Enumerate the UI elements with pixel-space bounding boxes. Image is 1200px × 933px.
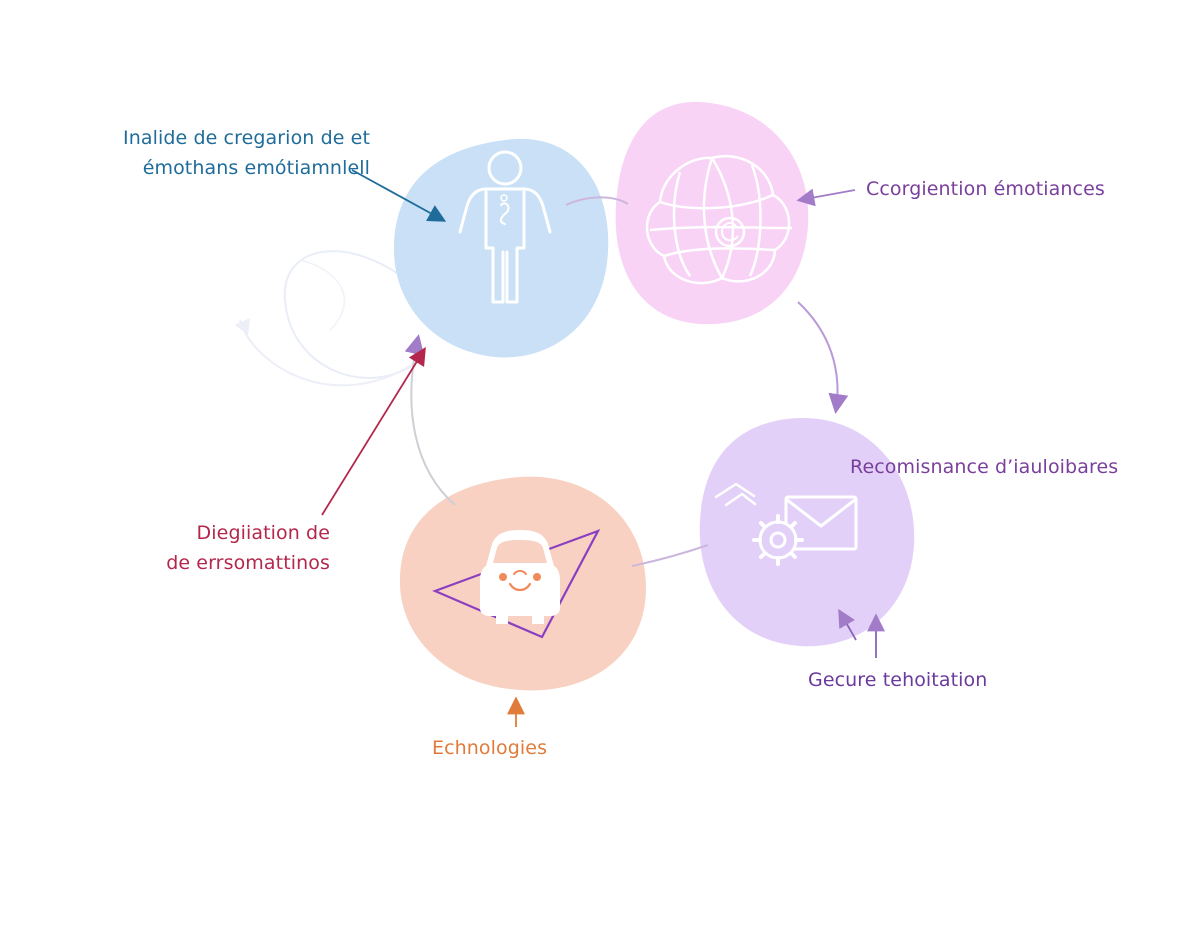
digitation-label-arrow — [321, 346, 426, 516]
gecure-label-arrow-2 — [838, 608, 857, 641]
gear-icon — [752, 514, 804, 566]
digitation-label-line-1: Diegiiation de — [196, 522, 330, 544]
recognition-label: Recomisnance d’iauloibares — [850, 456, 1119, 478]
human-label-arrow — [351, 169, 447, 222]
gear-mail-icon — [714, 482, 858, 566]
digitation-label-line-2: de errsomattinos — [166, 552, 330, 574]
digitation-label: Diegiiation de de errsomattinos — [150, 518, 330, 578]
faint-swirl-decoration — [235, 250, 431, 387]
brain-blob — [615, 101, 809, 325]
gecure-label: Gecure tehoitation — [808, 669, 988, 691]
brain-label-arrow — [796, 188, 856, 207]
human-figure-icon — [458, 150, 552, 304]
human-blob — [393, 138, 609, 358]
brain-label: Ccorgiention émotiances — [866, 178, 1105, 200]
technologies-label: Echnologies — [432, 737, 548, 759]
human-label-line-1: Inalide de cregarion de et — [123, 127, 370, 149]
recognition-blob — [699, 417, 915, 647]
human-label-line-2: émothans emótiamnlell — [142, 157, 370, 179]
human-label: Inalide de cregarion de et émothans emót… — [92, 123, 370, 183]
car-face-icon — [432, 528, 601, 639]
brain-network-icon — [645, 154, 793, 285]
